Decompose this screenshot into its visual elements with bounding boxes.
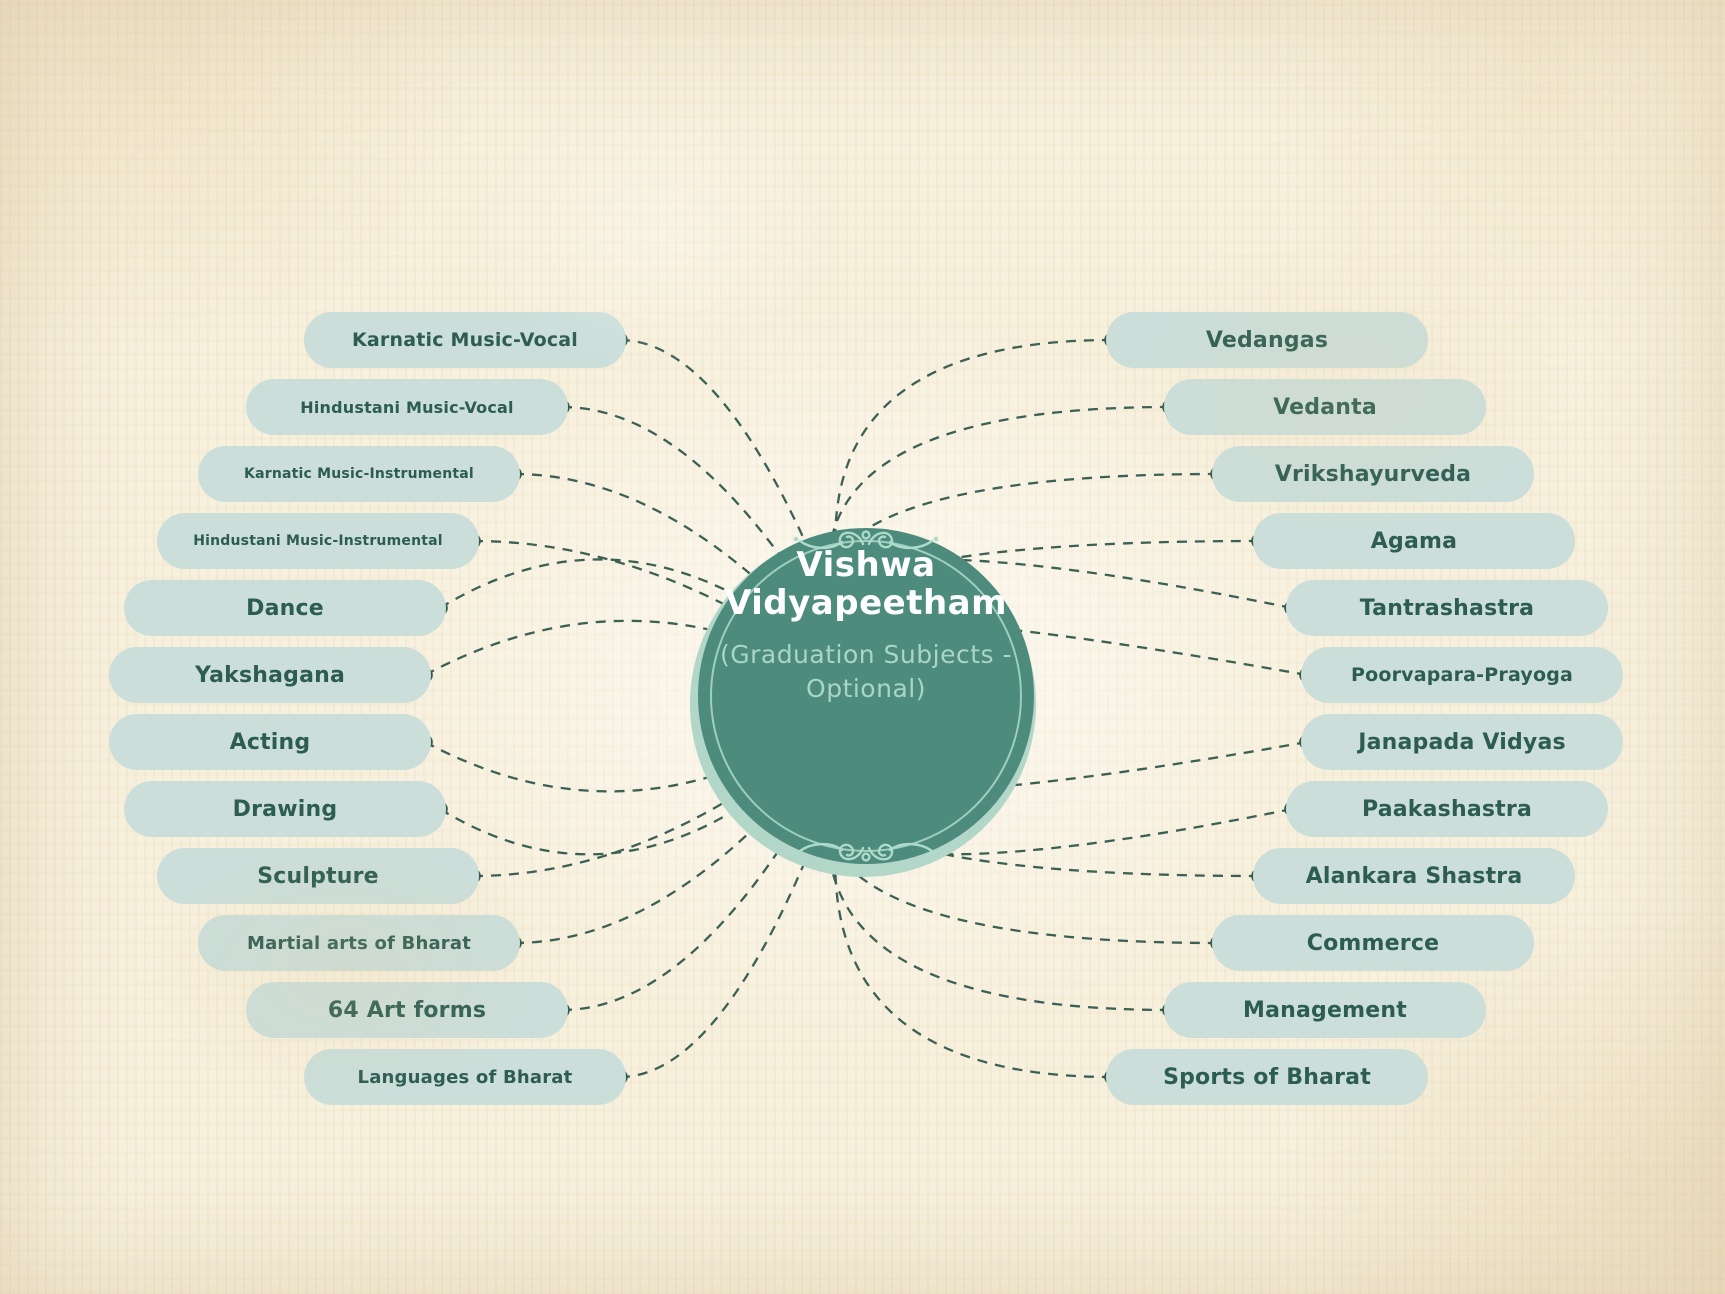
subject-pill-left-4: Dance xyxy=(124,580,446,636)
subject-pill-label: Hindustani Music-Instrumental xyxy=(193,533,443,549)
subject-pill-left-11: Languages of Bharat xyxy=(304,1049,626,1105)
connector-right-9 xyxy=(820,695,1219,945)
subject-pill-right-7: Paakashastra xyxy=(1286,781,1608,837)
connector-right-4 xyxy=(811,558,1293,697)
center-node-circle xyxy=(698,528,1034,864)
subject-pill-label: Commerce xyxy=(1306,930,1440,956)
subject-pill-right-4: Tantrashastra xyxy=(1286,580,1608,636)
subject-pill-label: Sports of Bharat xyxy=(1163,1064,1371,1090)
connector-right-11 xyxy=(834,695,1113,1079)
subject-pill-right-9: Commerce xyxy=(1212,915,1534,971)
subject-pill-left-6: Acting xyxy=(109,714,431,770)
subject-pill-label: Vedanta xyxy=(1273,394,1377,420)
connector-left-8 xyxy=(472,695,867,878)
subject-pill-label: Hindustani Music-Vocal xyxy=(300,397,514,417)
subject-pill-right-10: Management xyxy=(1164,982,1486,1038)
subject-pill-right-8: Alankara Shastra xyxy=(1253,848,1575,904)
subject-pill-left-2: Karnatic Music-Instrumental xyxy=(198,446,520,502)
subject-pill-label: Acting xyxy=(229,729,311,755)
subject-pill-label: Karnatic Music-Instrumental xyxy=(244,466,474,482)
subject-pill-label: Languages of Bharat xyxy=(357,1066,573,1088)
subject-pill-label: Drawing xyxy=(232,796,338,822)
subject-pill-label: Management xyxy=(1243,997,1407,1023)
subject-pill-label: Karnatic Music-Vocal xyxy=(351,329,579,351)
subject-pill-right-0: Vedangas xyxy=(1106,312,1428,368)
subject-pill-label: Sculpture xyxy=(257,863,379,889)
subject-pill-label: Alankara Shastra xyxy=(1305,863,1523,889)
connector-right-2 xyxy=(820,472,1219,697)
subject-pill-right-1: Vedanta xyxy=(1164,379,1486,435)
connector-left-1 xyxy=(561,405,868,697)
subject-pill-right-6: Janapada Vidyas xyxy=(1301,714,1623,770)
subject-pill-left-9: Martial arts of Bharat xyxy=(198,915,520,971)
subject-pill-label: Dance xyxy=(246,595,324,621)
center-node-inner-border xyxy=(710,540,1022,852)
subject-pill-label: Poorvapara-Prayoga xyxy=(1350,664,1574,686)
subject-pill-left-10: 64 Art forms xyxy=(246,982,568,1038)
subject-pill-label: 64 Art forms xyxy=(327,997,487,1023)
subject-pill-left-8: Sculpture xyxy=(157,848,479,904)
subject-pill-label: Paakashastra xyxy=(1361,796,1532,822)
subject-pill-label: Vrikshayurveda xyxy=(1274,461,1472,487)
subject-pill-left-0: Karnatic Music-Vocal xyxy=(304,312,626,368)
flourish-ornament-bottom xyxy=(793,842,939,862)
subject-pill-left-7: Drawing xyxy=(124,781,446,837)
subject-pill-left-5: Yakshagana xyxy=(109,647,431,703)
subject-pill-right-11: Sports of Bharat xyxy=(1106,1049,1428,1105)
connector-left-2 xyxy=(513,472,867,697)
subject-pill-label: Janapada Vidyas xyxy=(1358,729,1566,755)
subject-pill-right-3: Agama xyxy=(1253,513,1575,569)
subject-pill-label: Vedangas xyxy=(1205,327,1329,353)
subject-pill-label: Agama xyxy=(1370,528,1458,554)
subject-pill-right-5: Poorvapara-Prayoga xyxy=(1301,647,1623,703)
subject-pill-right-2: Vrikshayurveda xyxy=(1212,446,1534,502)
subject-pill-left-3: Hindustani Music-Instrumental xyxy=(157,513,479,569)
subject-pill-label: Yakshagana xyxy=(194,662,346,688)
flourish-ornament-top xyxy=(793,530,939,550)
subject-pill-left-1: Hindustani Music-Vocal xyxy=(246,379,568,435)
subject-pill-label: Tantrashastra xyxy=(1359,595,1535,621)
subject-pill-label: Martial arts of Bharat xyxy=(246,932,472,954)
connector-right-10 xyxy=(826,695,1171,1012)
